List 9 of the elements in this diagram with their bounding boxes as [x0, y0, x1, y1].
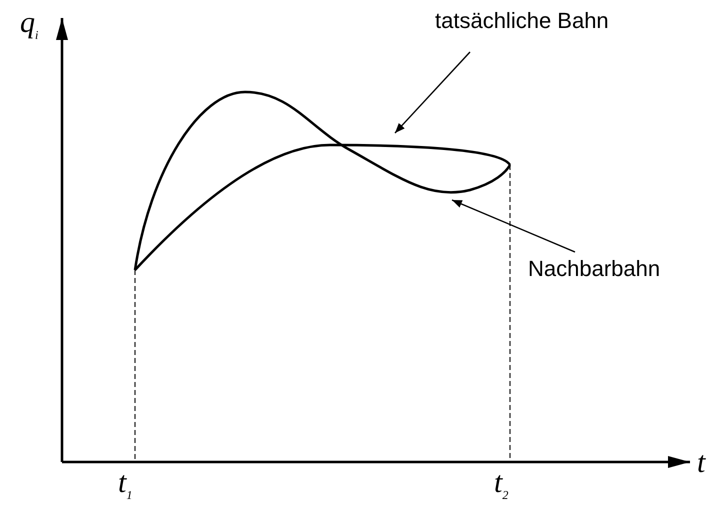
axis-label: t — [697, 448, 706, 478]
curve-label: tatsächliche Bahn — [435, 10, 609, 32]
tick-label: t$_{2}$ — [494, 468, 508, 501]
trajectory-curve — [134, 90, 512, 270]
axis-label: q$_{i}$ — [20, 8, 38, 41]
leader-line — [452, 199, 576, 253]
tick-label: t$_{1}$ — [118, 468, 132, 501]
curve-label: Nachbarbahn — [528, 258, 660, 280]
leader-line — [394, 52, 470, 134]
